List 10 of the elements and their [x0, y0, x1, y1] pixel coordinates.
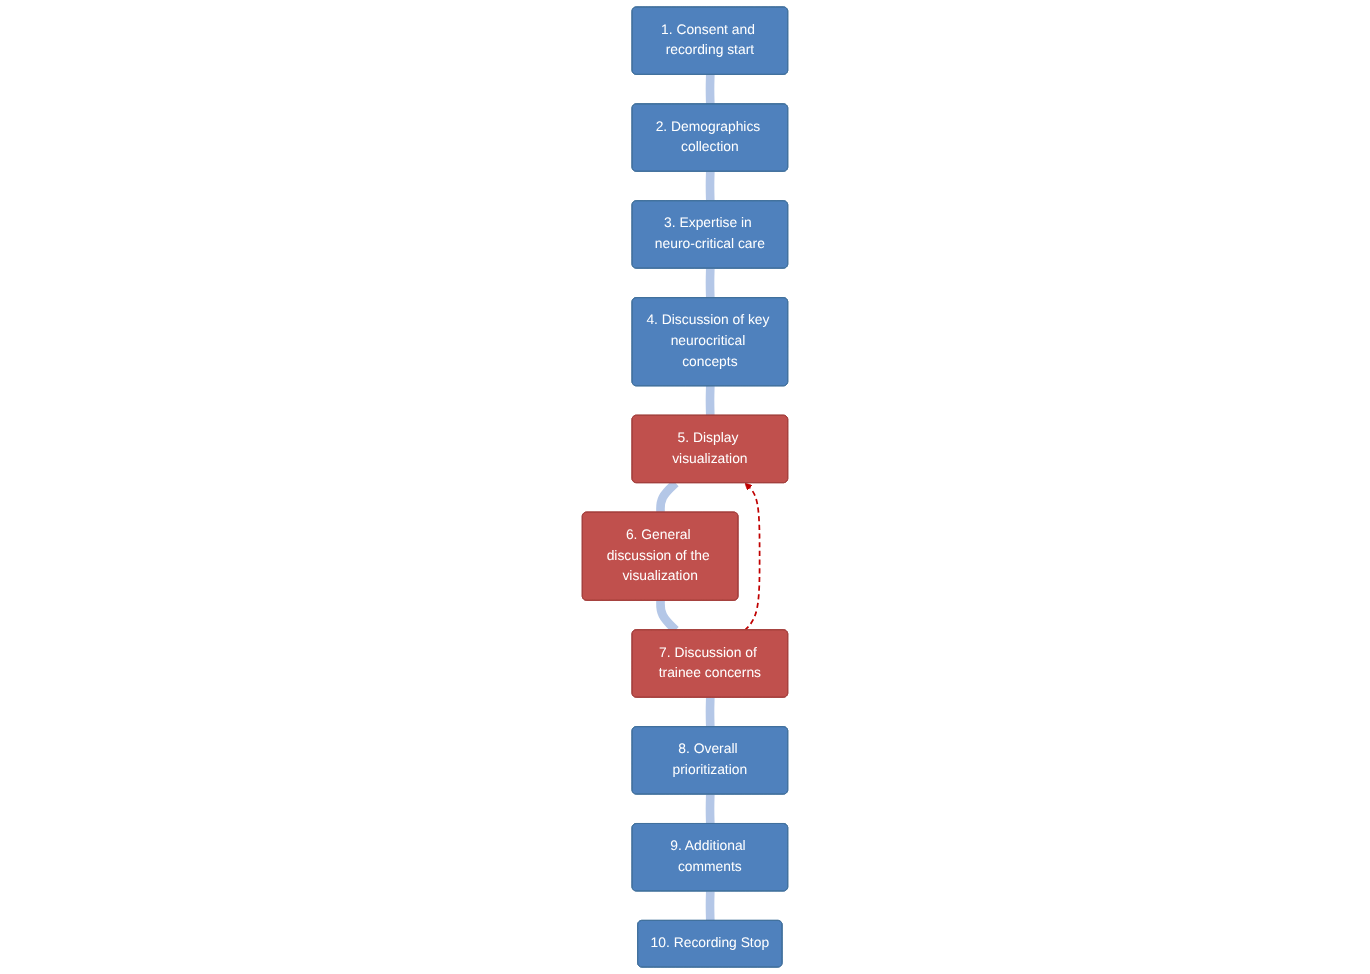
connector [705, 384, 715, 418]
connector [705, 695, 715, 729]
connector [705, 72, 715, 107]
arrow [744, 482, 761, 632]
connector [705, 169, 715, 203]
connector [705, 266, 715, 300]
connector [705, 889, 715, 923]
connector [656, 479, 679, 515]
connector [705, 792, 715, 826]
connector [656, 598, 679, 634]
